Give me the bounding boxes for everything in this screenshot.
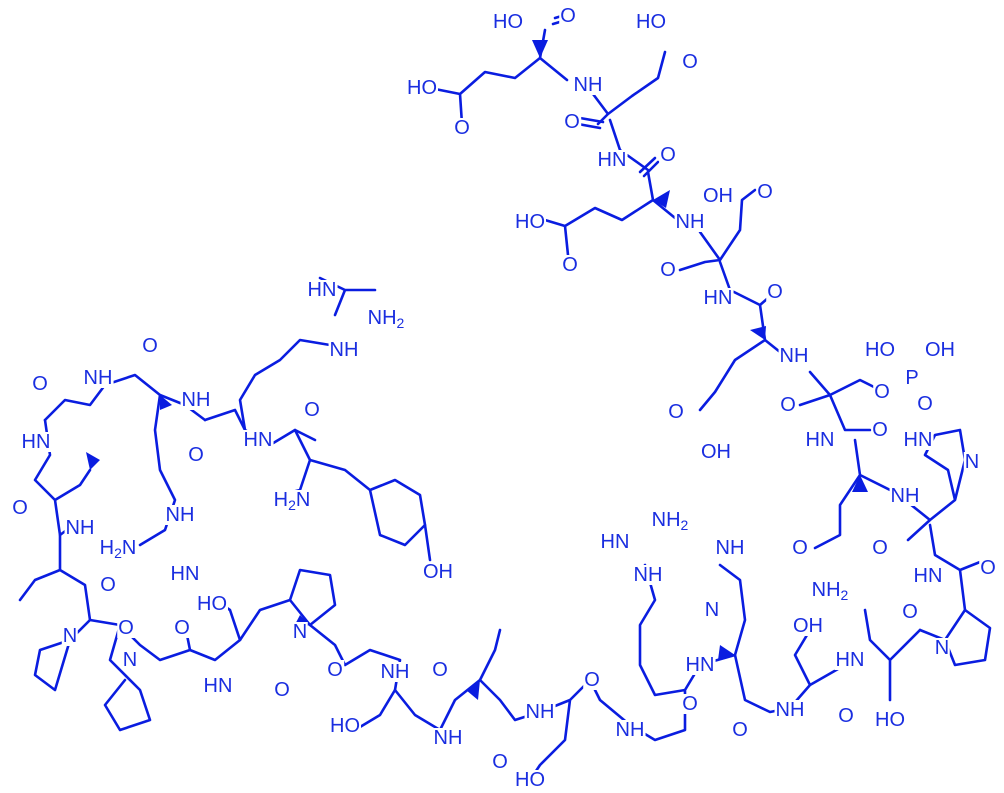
atom-label-n: N <box>121 649 139 671</box>
atom-label-o: O <box>563 111 581 133</box>
atom-label-o: O <box>659 259 677 281</box>
atom-label-o: O <box>667 401 685 423</box>
atom-label-o: O <box>871 537 889 559</box>
atom-label-n: N <box>291 621 309 643</box>
atom-label-o: O <box>561 254 579 276</box>
atom-label-ho: HO <box>514 769 546 791</box>
atom-label-nh: NH <box>164 504 196 526</box>
atom-label-hn: HN <box>169 563 201 585</box>
atom-label-n: N <box>933 637 951 659</box>
atom-label-hn: HN <box>834 649 866 671</box>
atom-label-ho: HO <box>492 11 524 33</box>
atom-label-ho: HO <box>406 77 438 99</box>
nh2-text: NH2 <box>651 509 689 533</box>
atom-label-hn: HN <box>912 565 944 587</box>
atom-label-o: O <box>873 381 891 403</box>
atom-label-o: O <box>583 669 601 691</box>
atom-label-nh: NH <box>328 339 360 361</box>
atom-label-oh: OH <box>700 441 732 463</box>
atom-label-o: O <box>791 537 809 559</box>
atom-label-ho: HO <box>874 709 906 731</box>
atom-label-o: O <box>187 444 205 466</box>
atom-label-nh: NH <box>778 345 810 367</box>
atom-label-nh2: NH2 <box>810 579 850 603</box>
atom-label-h2n: H2N <box>98 537 138 561</box>
atom-label-nh: NH <box>64 517 96 539</box>
atom-label-nh2: NH2 <box>366 307 406 331</box>
atom-label-o: O <box>681 693 699 715</box>
atom-label-nh: NH <box>674 211 706 233</box>
atom-label-nh: NH <box>572 74 604 96</box>
atom-label-o: O <box>303 399 321 421</box>
atom-label-o: O <box>766 281 784 303</box>
atom-label-hn: HN <box>804 429 836 451</box>
atom-label-o: O <box>916 393 934 415</box>
atom-label-hn: HN <box>20 431 52 453</box>
atom-label-o: O <box>431 659 449 681</box>
atom-label-oh: OH <box>792 615 824 637</box>
atom-label-h2n: H2N <box>272 489 312 513</box>
atom-label-o: O <box>31 373 49 395</box>
atom-label-o: O <box>901 601 919 623</box>
atom-label-ho: HO <box>635 11 667 33</box>
atom-label-nh: NH <box>632 564 664 586</box>
atom-label-o: O <box>871 419 889 441</box>
glu-1-bonds <box>428 10 667 172</box>
atom-label-hn: HN <box>599 531 631 553</box>
atom-label-hn: HN <box>684 654 716 676</box>
nh2-text: NH2 <box>811 579 849 603</box>
atom-label-hn: HN <box>702 287 734 309</box>
atom-label-ho: HO <box>514 211 546 233</box>
atom-label-oh: OH <box>422 561 454 583</box>
atom-label-o: O <box>681 51 699 73</box>
atom-label-o: O <box>491 751 509 773</box>
atom-label-o: O <box>326 659 344 681</box>
atom-label-oh: OH <box>702 185 734 207</box>
atom-label-n: N <box>61 625 79 647</box>
atom-label-n: N <box>963 451 981 473</box>
atom-label-hn: HN <box>242 429 274 451</box>
atom-label-n: N <box>703 599 721 621</box>
atom-label-oh: OH <box>924 339 956 361</box>
atom-label-o: O <box>173 617 191 639</box>
atom-label-nh: NH <box>714 537 746 559</box>
atom-label-nh: NH <box>82 367 114 389</box>
atom-label-hn: HN <box>902 429 934 451</box>
atom-label-nh: NH <box>614 719 646 741</box>
atom-label-nh: NH <box>774 699 806 721</box>
atom-label-nh: NH <box>432 727 464 749</box>
nh2-text: NH2 <box>367 307 405 331</box>
atom-label-o: O <box>837 705 855 727</box>
h2n-text: H2N <box>273 489 311 513</box>
atom-label-nh: NH <box>889 485 921 507</box>
atom-label-nh: NH <box>524 701 556 723</box>
atom-label-hn: HN <box>202 675 234 697</box>
h2n-text: H2N <box>99 537 137 561</box>
atom-label-o: O <box>99 574 117 596</box>
atom-label-hn: HN <box>306 279 338 301</box>
atom-label-o: O <box>559 5 577 27</box>
atom-label-o: O <box>731 719 749 741</box>
atom-label-o: O <box>273 679 291 701</box>
atom-label-o: O <box>117 617 135 639</box>
atom-label-o: O <box>659 144 677 166</box>
atom-label-p: P <box>904 367 920 389</box>
atom-label-hn: HN <box>596 149 628 171</box>
atom-label-o: O <box>756 181 774 203</box>
atom-label-o: O <box>979 557 997 579</box>
atom-label-ho: HO <box>196 593 228 615</box>
atom-label-nh2: NH2 <box>650 509 690 533</box>
atom-label-o: O <box>779 394 797 416</box>
atom-label-nh: NH <box>180 389 212 411</box>
atom-label-ho: HO <box>329 715 361 737</box>
atom-label-ho: HO <box>864 339 896 361</box>
atom-label-nh: NH <box>379 661 411 683</box>
atom-label-o: O <box>453 117 471 139</box>
atom-label-o: O <box>141 335 159 357</box>
atom-label-o: O <box>11 497 29 519</box>
